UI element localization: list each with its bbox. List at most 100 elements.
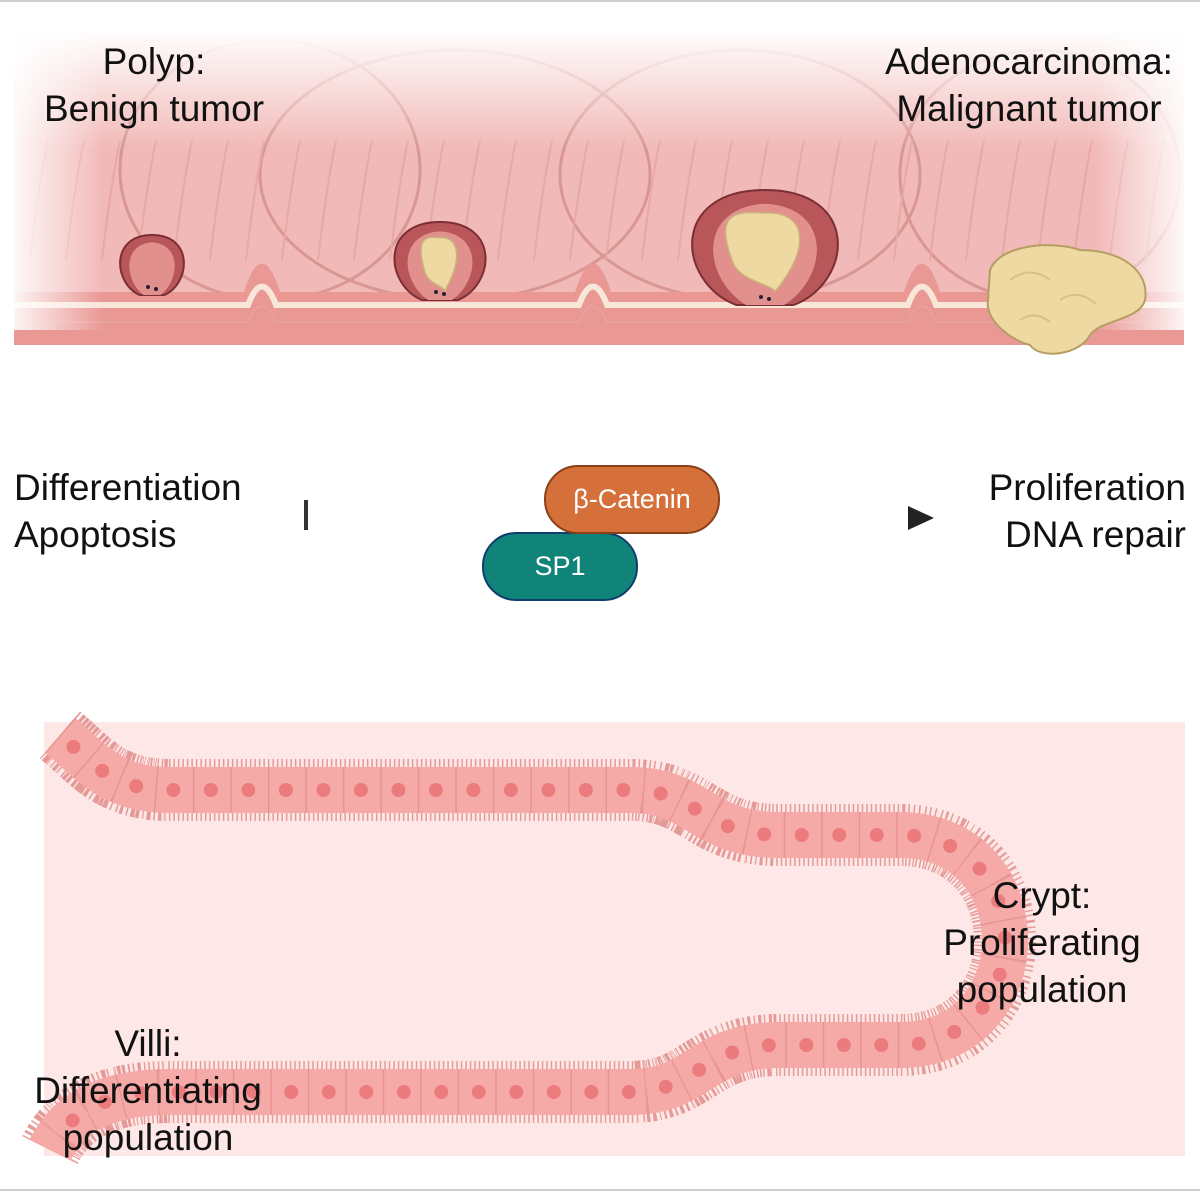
adenocarcinoma-label: Adenocarcinoma: Malignant tumor bbox=[868, 38, 1190, 132]
adenocarcinoma-label-line2: Malignant tumor bbox=[896, 88, 1162, 129]
tumor-texture bbox=[1009, 271, 1097, 323]
fold-ridge bbox=[317, 139, 337, 261]
cell-nucleus bbox=[95, 763, 110, 778]
activation-arrowhead bbox=[908, 506, 934, 530]
tissue-left-fade bbox=[14, 30, 104, 330]
fold-ridge bbox=[605, 139, 625, 261]
cell-nucleus bbox=[991, 893, 1006, 908]
cell-nucleus bbox=[171, 1085, 186, 1099]
cell-nucleus bbox=[396, 1085, 411, 1099]
cell-nucleus bbox=[66, 739, 81, 754]
fold-ridge bbox=[1001, 139, 1021, 261]
cell-nucleus bbox=[725, 1045, 740, 1060]
cell-nucleus bbox=[653, 786, 668, 801]
cell-nucleus bbox=[911, 1036, 926, 1051]
cell-nucleus bbox=[316, 783, 331, 797]
cell-nucleus bbox=[509, 1085, 524, 1099]
fold-ridge bbox=[353, 139, 373, 261]
tumor bbox=[393, 220, 487, 301]
cell-nucleus bbox=[658, 1079, 673, 1094]
crypt-line1: Crypt: bbox=[992, 875, 1092, 916]
inhibited-line1: Differentiation bbox=[14, 467, 242, 508]
cell-nucleus bbox=[947, 1024, 962, 1039]
fold-ridge bbox=[641, 139, 661, 261]
fold-ridge bbox=[281, 139, 301, 261]
cell-nucleus bbox=[166, 783, 181, 797]
cell-nucleus bbox=[466, 783, 481, 797]
cell-nucleus bbox=[209, 1085, 224, 1099]
colon-wall bbox=[14, 263, 1184, 345]
cell-nucleus bbox=[874, 1038, 889, 1052]
cell-nucleus bbox=[241, 783, 256, 797]
tumor-stages bbox=[119, 188, 1147, 355]
activated-line2: DNA repair bbox=[1005, 514, 1186, 555]
cell-nucleus bbox=[692, 1062, 707, 1077]
cell-nucleus bbox=[794, 828, 809, 842]
cell-nucleus bbox=[284, 1085, 299, 1099]
fold-ridge bbox=[1073, 139, 1093, 261]
cell-nucleus bbox=[757, 827, 772, 842]
polyp-inner bbox=[129, 242, 175, 295]
fold-ridge bbox=[929, 139, 949, 261]
cell-nucleus bbox=[541, 783, 556, 797]
cell-nucleus bbox=[321, 1085, 336, 1099]
activation-arrow bbox=[760, 506, 934, 530]
inhibited-line2: Apoptosis bbox=[14, 514, 177, 555]
villi-line3: population bbox=[62, 1117, 234, 1158]
cell-nucleus bbox=[761, 1038, 776, 1053]
cell-nucleus bbox=[546, 1085, 561, 1099]
cell-nucleus bbox=[129, 779, 144, 794]
polyp-label: Polyp: Benign tumor bbox=[34, 38, 274, 132]
inhibition-arrow bbox=[304, 500, 488, 530]
cell-nucleus bbox=[836, 1038, 851, 1052]
cell-nucleus bbox=[720, 819, 735, 834]
sp1-protein: SP1 bbox=[482, 532, 638, 601]
fold-ridge bbox=[209, 139, 229, 261]
intestinal-epithelium bbox=[22, 711, 1036, 1172]
cell-nucleus bbox=[578, 783, 593, 797]
fold-ridge bbox=[965, 139, 985, 261]
cell-nucleus bbox=[616, 783, 631, 797]
beta-catenin-protein: β-Catenin bbox=[544, 465, 720, 534]
tissue-top-fade bbox=[14, 30, 1184, 150]
cell-nucleus bbox=[359, 1085, 374, 1099]
tumor bbox=[119, 233, 185, 296]
cell-nucleus bbox=[832, 828, 847, 842]
crypt-line2: Proliferating bbox=[943, 922, 1141, 963]
colon-tissue bbox=[14, 30, 1184, 345]
cell-nucleus bbox=[278, 783, 293, 797]
cell-nucleus bbox=[97, 1094, 112, 1109]
fold-ridge bbox=[677, 139, 697, 261]
cell-nucleus bbox=[687, 801, 702, 816]
cell-nucleus bbox=[621, 1085, 636, 1099]
cell-nucleus bbox=[972, 861, 987, 876]
cell-nucleus bbox=[503, 783, 518, 797]
polyp-label-line2: Benign tumor bbox=[43, 88, 265, 129]
cell-nucleus bbox=[584, 1085, 599, 1099]
cell-nucleus bbox=[992, 967, 1007, 982]
beta-catenin-label: β-Catenin bbox=[573, 484, 691, 514]
tumor-core bbox=[420, 236, 458, 292]
villi-label: Villi: Differentiating population bbox=[20, 1020, 276, 1161]
cell-nucleus bbox=[975, 1000, 990, 1015]
polyp-label-line1: Polyp: bbox=[102, 41, 206, 82]
cell-nucleus bbox=[391, 783, 406, 797]
cell-nucleus bbox=[428, 783, 443, 797]
cell-nucleus bbox=[134, 1086, 149, 1101]
fold-ridge bbox=[569, 139, 589, 261]
fold-ridge bbox=[389, 139, 409, 261]
activated-processes-label: Proliferation DNA repair bbox=[930, 464, 1186, 558]
fold-ridge bbox=[857, 139, 877, 261]
activated-line1: Proliferation bbox=[988, 467, 1186, 508]
colon-wall-layer bbox=[14, 283, 1184, 308]
cell-nucleus bbox=[353, 783, 368, 797]
tumor bbox=[691, 188, 839, 306]
adenocarcinoma-label-line1: Adenocarcinoma: bbox=[885, 41, 1173, 82]
cell-nucleus bbox=[434, 1085, 449, 1099]
fold-ridge bbox=[893, 139, 913, 261]
cell-nucleus bbox=[998, 930, 1012, 945]
inhibited-processes-label: Differentiation Apoptosis bbox=[14, 464, 242, 558]
fold-ridge bbox=[497, 139, 517, 261]
